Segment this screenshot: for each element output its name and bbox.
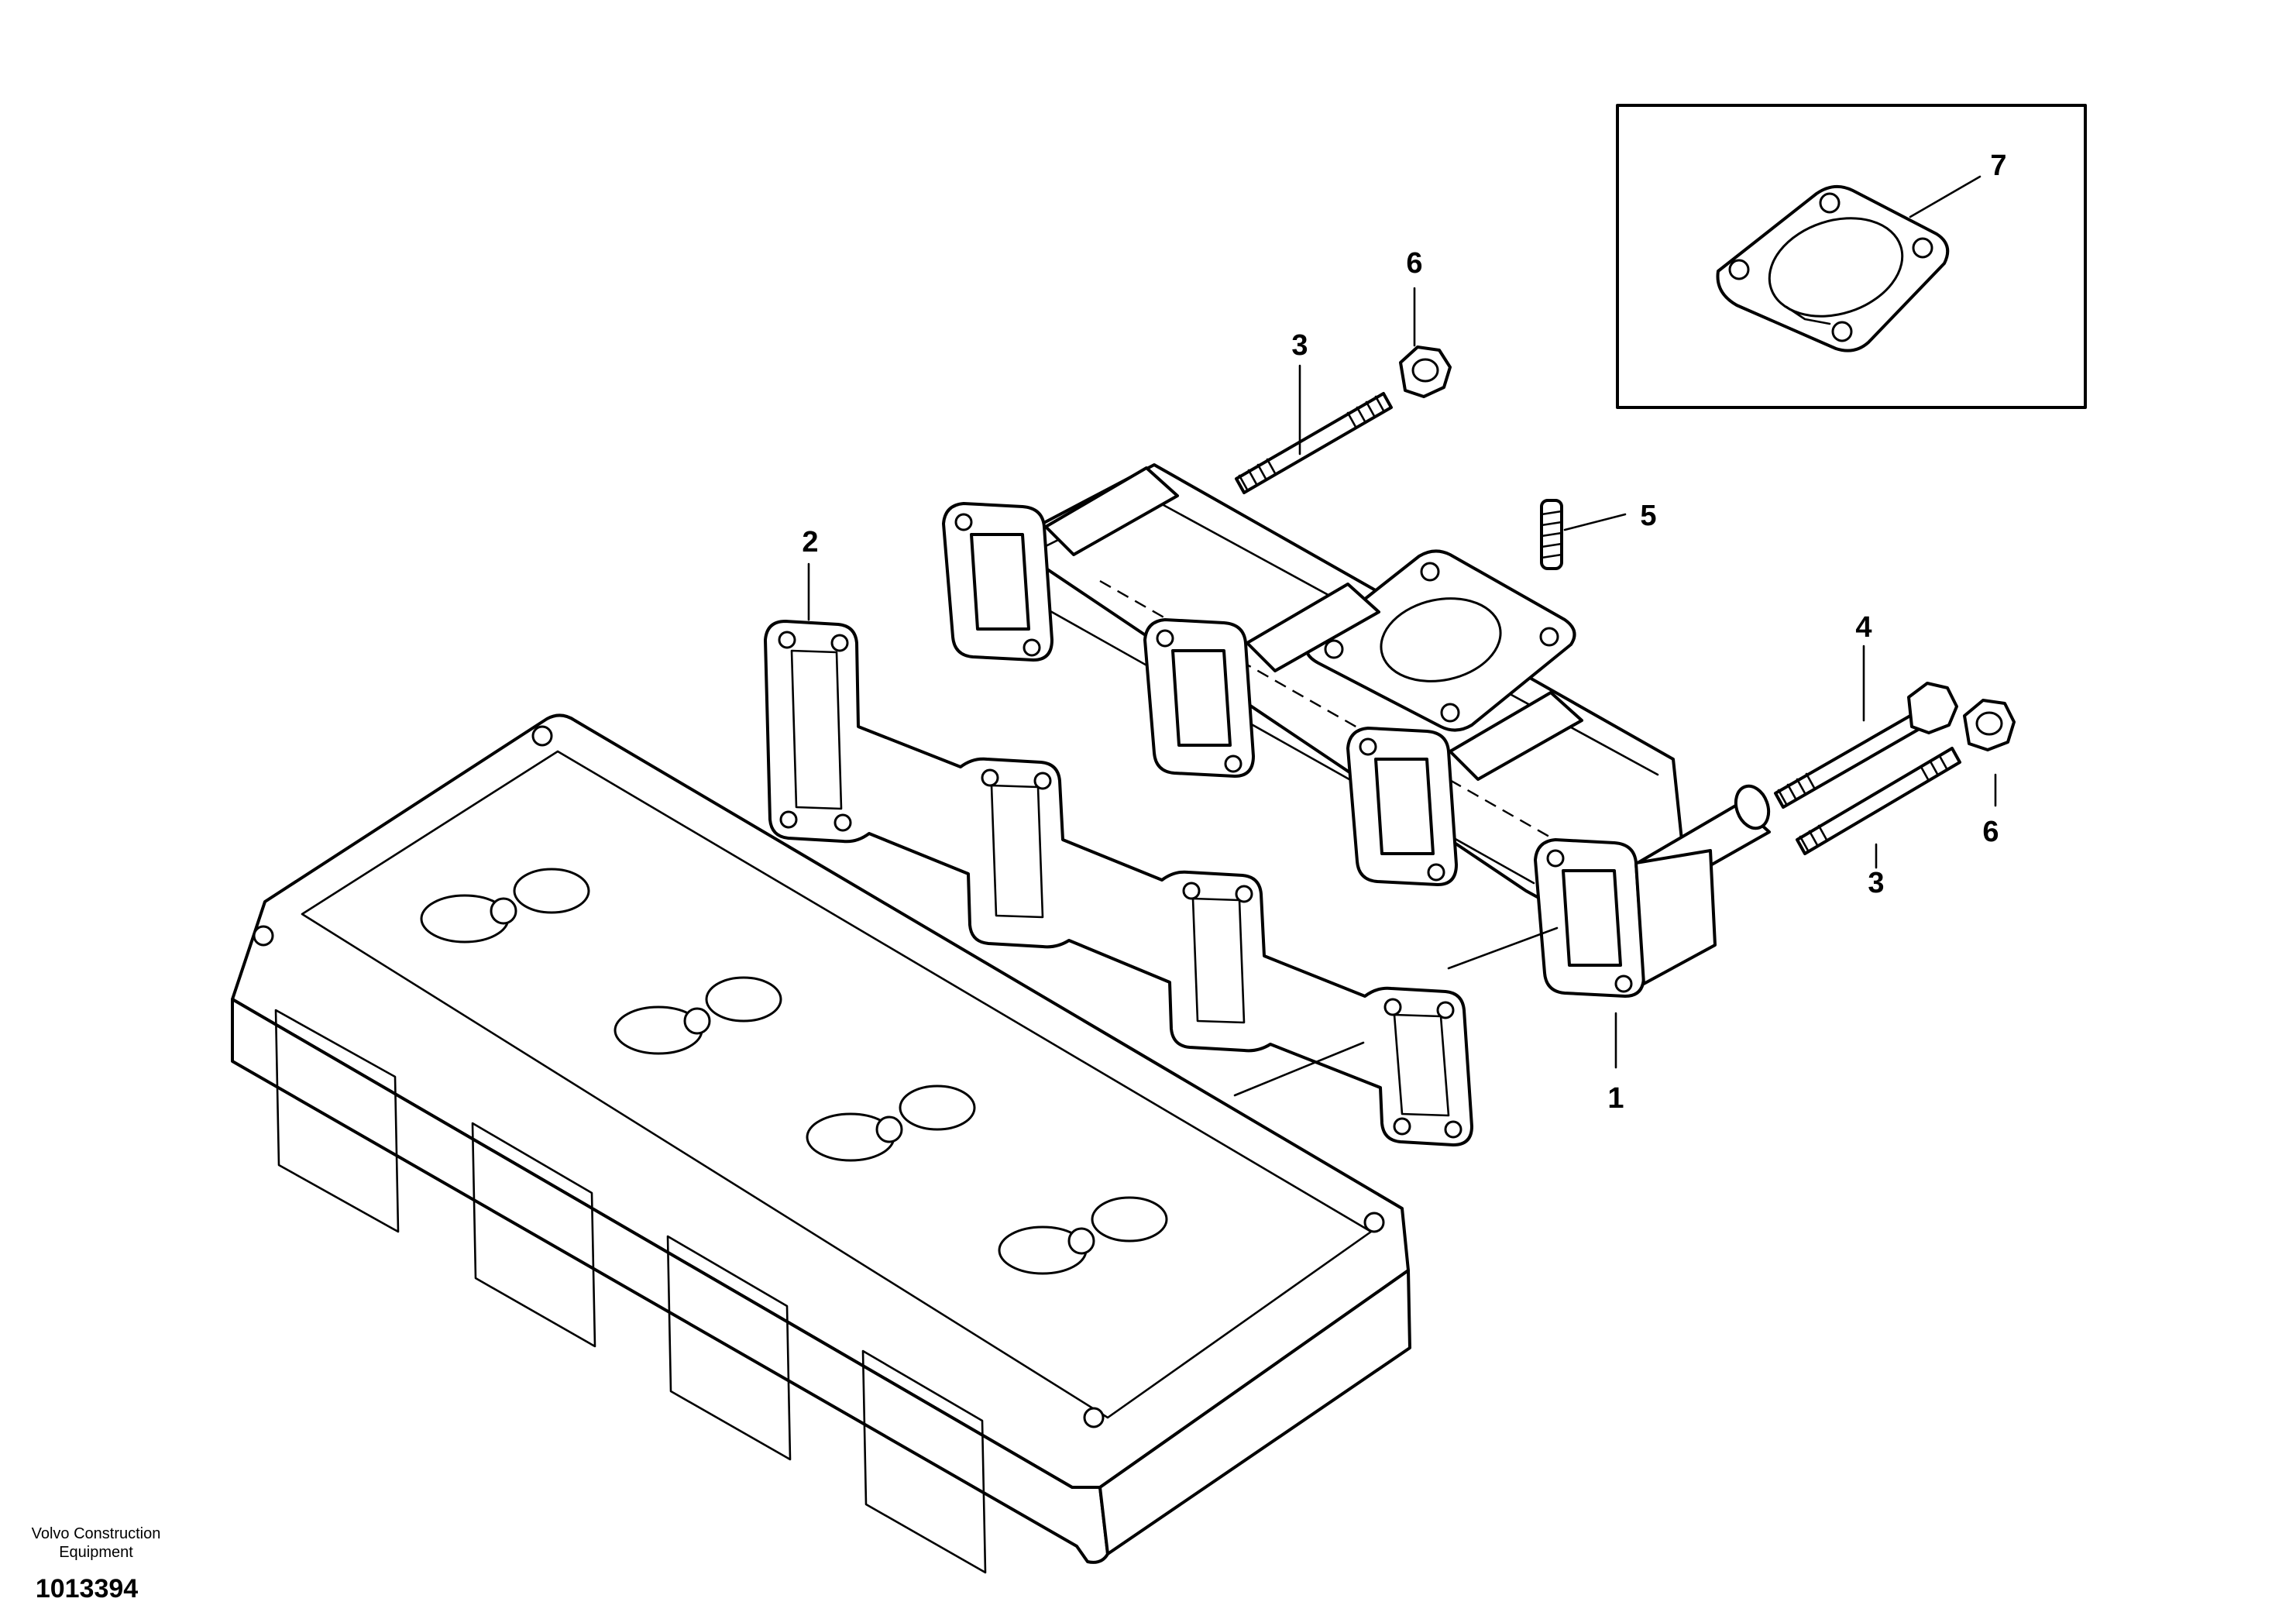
callout-1: 1 <box>1607 1082 1624 1115</box>
callout-2: 2 <box>802 526 818 559</box>
figure-number: 1013394 <box>36 1574 138 1604</box>
manifold-port-3 <box>1346 691 1583 886</box>
callouts: 1 2 3 3 4 5 6 6 7 <box>802 150 2006 1115</box>
callout-5: 5 <box>1640 500 1656 532</box>
cylinder-head-part <box>231 713 1411 1574</box>
callout-6-lower: 6 <box>1982 816 1999 848</box>
flange-gasket-part <box>1716 184 1950 352</box>
manifold-port-1 <box>942 466 1179 662</box>
manifold-gasket-part <box>764 620 1473 1146</box>
inset-box <box>1616 104 2087 409</box>
bolt-4-part <box>1774 682 1958 809</box>
brand-line-1: Volvo Construction <box>32 1525 161 1542</box>
exhaust-manifold-part <box>942 463 1771 998</box>
manifold-port-4 <box>1534 803 1771 998</box>
brand-line-2: Equipment <box>59 1544 133 1561</box>
stud-5-part <box>1540 499 1563 570</box>
cylinder-head-chambers <box>420 868 1168 1275</box>
nut-lower-part <box>1963 699 2016 751</box>
leader-lines <box>807 287 1997 1097</box>
callout-7: 7 <box>1990 150 2006 182</box>
manifold-port-2 <box>1143 583 1380 778</box>
footer: Volvo Construction Equipment 1013394 <box>32 1525 161 1604</box>
stud-upper-part <box>1235 392 1393 494</box>
stud-lower-part <box>1796 747 1961 855</box>
cylinder-head-port-windows <box>274 1009 987 1574</box>
callout-3-lower: 3 <box>1868 867 1884 899</box>
callout-4: 4 <box>1855 611 1872 644</box>
callout-6-upper: 6 <box>1406 247 1422 280</box>
nut-upper-part <box>1399 345 1452 398</box>
callout-3-upper: 3 <box>1291 329 1308 362</box>
